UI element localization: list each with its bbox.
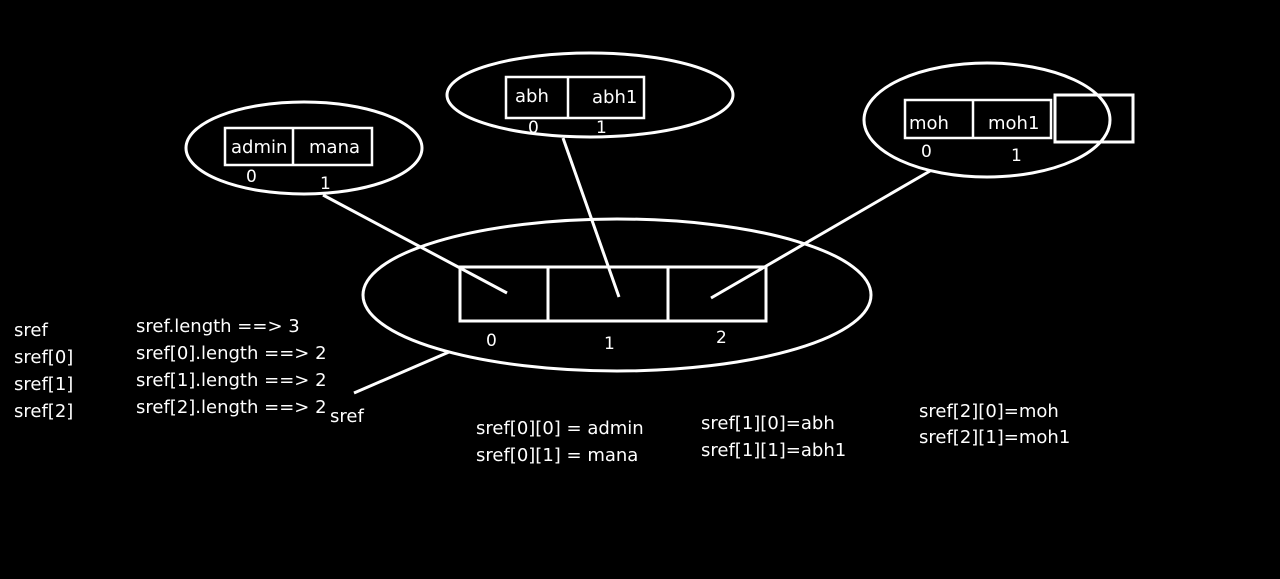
main-array-index-2: 2 xyxy=(716,328,727,348)
admin-array: admin mana 0 1 xyxy=(184,100,424,196)
abh-array-index-0: 0 xyxy=(528,118,539,138)
access-2-0: sref[2][0]=moh xyxy=(919,401,1059,422)
moh-array-ellipse xyxy=(862,61,1112,179)
main-array-box xyxy=(458,265,768,323)
moh-array-cell-0: moh xyxy=(909,113,949,134)
admin-array-cell-1: mana xyxy=(309,137,360,158)
abh-array-cell-1: abh1 xyxy=(592,87,637,108)
reference-1: sref[0] xyxy=(14,347,73,368)
pointer-sref1-to-abh xyxy=(561,137,621,298)
length-1: sref[0].length ==> 2 xyxy=(136,343,327,364)
moh-array-index-0: 0 xyxy=(921,142,932,162)
admin-array-cell-0: admin xyxy=(231,137,287,158)
moh-array-extra-cell xyxy=(1053,93,1135,144)
admin-array-ellipse xyxy=(184,100,424,196)
abh-array: abh abh1 0 1 xyxy=(445,51,735,139)
admin-array-index-0: 0 xyxy=(246,167,257,187)
reference-0: sref xyxy=(14,320,48,341)
main-array-index-1: 1 xyxy=(604,334,615,354)
abh-array-cell-0: abh xyxy=(515,86,549,107)
length-3: sref[2].length ==> 2 xyxy=(136,397,327,418)
sref-label: sref xyxy=(330,406,364,427)
access-0-1: sref[0][1] = mana xyxy=(476,445,638,466)
length-2: sref[1].length ==> 2 xyxy=(136,370,327,391)
admin-array-index-1: 1 xyxy=(320,174,331,194)
access-1-1: sref[1][1]=abh1 xyxy=(701,440,846,461)
access-1-0: sref[1][0]=abh xyxy=(701,413,835,434)
access-0-0: sref[0][0] = admin xyxy=(476,418,644,439)
reference-2: sref[1] xyxy=(14,374,73,395)
length-0: sref.length ==> 3 xyxy=(136,316,300,337)
pointer-sref-label xyxy=(353,350,450,395)
reference-3: sref[2] xyxy=(14,401,73,422)
main-array: 0 1 2 xyxy=(361,217,873,373)
abh-array-ellipse xyxy=(445,51,735,139)
abh-array-index-1: 1 xyxy=(596,118,607,138)
main-array-ellipse xyxy=(361,217,873,373)
admin-array-box xyxy=(223,126,374,167)
moh-array-cell-1: moh1 xyxy=(988,113,1039,134)
abh-array-box xyxy=(504,75,646,120)
moh-array: moh moh1 0 1 xyxy=(862,61,1135,179)
moh-array-box xyxy=(903,98,1053,140)
pointer-sref2-to-moh xyxy=(710,169,931,300)
pointer-sref0-to-admin xyxy=(322,193,508,295)
main-array-index-0: 0 xyxy=(486,331,497,351)
access-2-1: sref[2][1]=moh1 xyxy=(919,427,1070,448)
moh-array-index-1: 1 xyxy=(1011,146,1022,166)
